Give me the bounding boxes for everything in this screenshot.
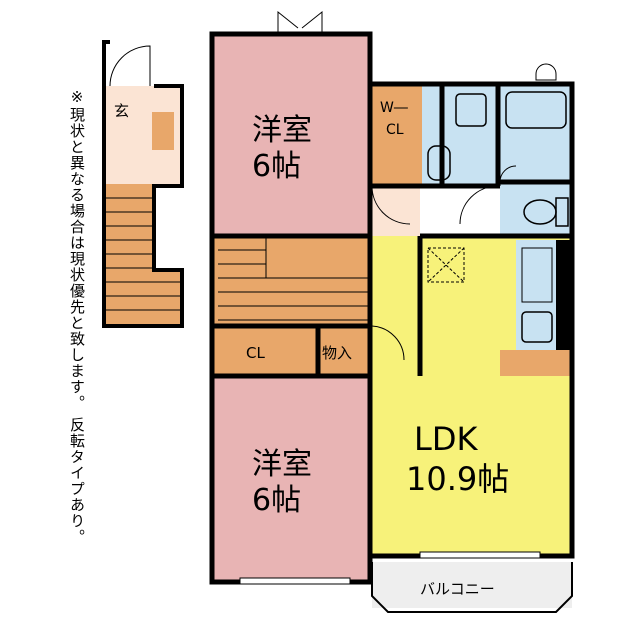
cl-label: CL (246, 344, 265, 362)
balcony-label: バルコニー (420, 580, 495, 598)
entrance-door-swing (109, 45, 151, 87)
entrance-walls (102, 40, 184, 328)
stove (521, 247, 553, 303)
door-swings (371, 165, 517, 361)
main-unit: 洋室 6帖 洋室 6帖 LDK 10.9帖 W― CL CL 物入 バルコニー (209, 10, 575, 613)
western-room-2-size: 6帖 (252, 483, 301, 518)
western-room-2-name: 洋室 (252, 447, 312, 482)
ldk-size: 10.9帖 (406, 460, 509, 498)
stairs-landing (154, 270, 180, 324)
washroom (500, 182, 572, 236)
toilet-room (422, 86, 496, 186)
western-room-2 (212, 376, 370, 582)
disclaimer-note: ※現状と異なる場合は現状優先と致します。 反転タイプあり。 (68, 88, 86, 545)
stairs-upper (212, 236, 370, 326)
windows (239, 551, 541, 585)
toilet-tank (555, 197, 569, 227)
vent-icon (535, 63, 557, 81)
storage-label: 物入 (322, 344, 352, 362)
bathtub (505, 91, 567, 129)
western-room-1-name: 洋室 (252, 113, 312, 148)
wcl-label-1: W― (380, 100, 408, 116)
entrance-label: 玄 (114, 102, 129, 120)
western-room-1-size: 6帖 (252, 149, 301, 184)
window-top (277, 10, 323, 34)
wash-basin (455, 93, 487, 127)
sink (521, 311, 553, 343)
balcony (372, 562, 572, 608)
kitchen-side-counter (500, 350, 572, 376)
toilet (427, 145, 451, 181)
wcl-label-2: CL (386, 122, 404, 138)
ldk-name: LDK (414, 420, 478, 458)
closet-cl (212, 326, 318, 376)
stair-treads (104, 197, 180, 311)
fridge-space (556, 240, 572, 350)
upper-stair-treads (218, 236, 370, 321)
entrance-module: 玄 (102, 40, 184, 328)
entrance-closet (152, 112, 174, 150)
balcony-rail (371, 562, 573, 613)
western-room-1 (212, 34, 370, 236)
storage-closet (318, 326, 370, 376)
skylight (427, 247, 465, 283)
bathroom (500, 86, 572, 182)
